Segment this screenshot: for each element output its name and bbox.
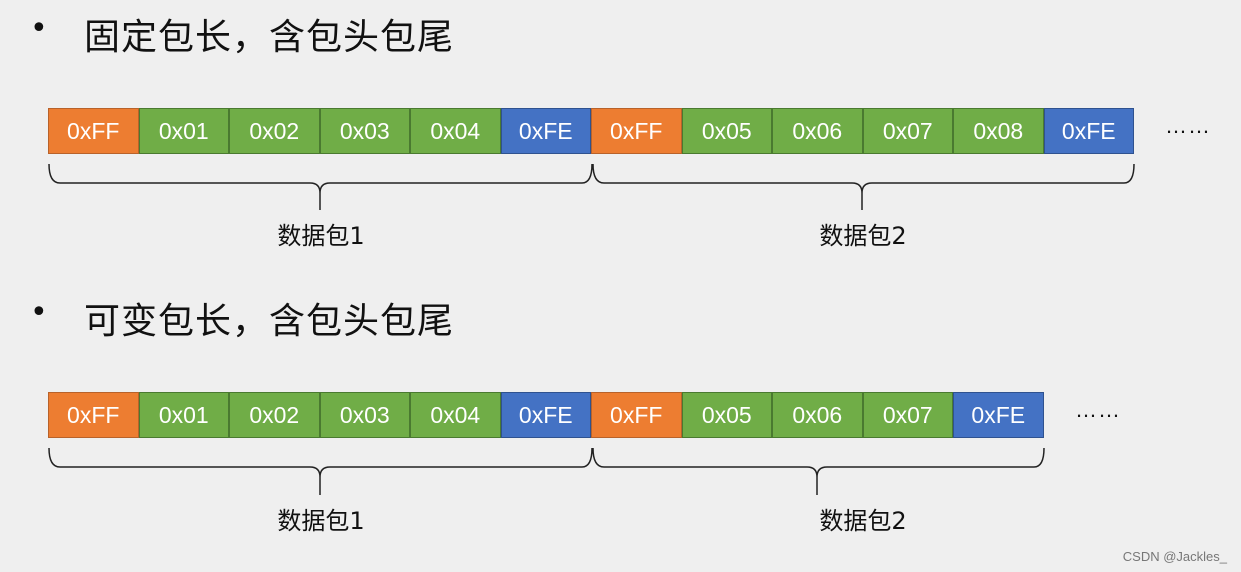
brace-2-2 bbox=[592, 447, 1045, 495]
byte-cell-head: 0xFF bbox=[591, 108, 682, 154]
byte-cell-data: 0x06 bbox=[772, 392, 863, 438]
brace-2-1 bbox=[48, 447, 593, 495]
brace-1-1 bbox=[48, 163, 593, 210]
byte-cell-data: 0x02 bbox=[229, 108, 320, 154]
byte-cell-data: 0x06 bbox=[772, 108, 863, 154]
packet-label-1-1: 数据包1 bbox=[277, 222, 365, 250]
packet-label-2-1: 数据包1 bbox=[277, 507, 365, 535]
byte-cell-head: 0xFF bbox=[591, 392, 682, 438]
byte-cell-tail: 0xFE bbox=[500, 392, 591, 438]
byte-cell-tail: 0xFE bbox=[1043, 108, 1134, 154]
byte-cell-data: 0x01 bbox=[138, 392, 229, 438]
heading-fixed-length: 固定包长，含包头包尾 bbox=[84, 17, 455, 58]
byte-cell-data: 0x03 bbox=[319, 108, 410, 154]
brace-1-2 bbox=[592, 163, 1135, 210]
byte-cell-data: 0x04 bbox=[410, 108, 501, 154]
byte-cell-tail: 0xFE bbox=[953, 392, 1044, 438]
heading-variable-length: 可变包长，含包头包尾 bbox=[84, 301, 455, 342]
byte-cell-tail: 0xFE bbox=[500, 108, 591, 154]
byte-cell-head: 0xFF bbox=[48, 392, 139, 438]
watermark: CSDN @Jackles_ bbox=[1122, 549, 1227, 564]
byte-cell-data: 0x05 bbox=[681, 108, 772, 154]
byte-cell-head: 0xFF bbox=[48, 108, 139, 154]
byte-cell-data: 0x01 bbox=[138, 108, 229, 154]
byte-cell-data: 0x03 bbox=[319, 392, 410, 438]
ellipsis-1: …… bbox=[1165, 113, 1211, 138]
byte-cell-data: 0x07 bbox=[862, 392, 953, 438]
byte-cell-data: 0x08 bbox=[953, 108, 1044, 154]
byte-cell-data: 0x05 bbox=[681, 392, 772, 438]
ellipsis-2: …… bbox=[1075, 397, 1121, 422]
packet-label-2-2: 数据包2 bbox=[819, 507, 907, 535]
byte-cell-data: 0x02 bbox=[229, 392, 320, 438]
packet-label-1-2: 数据包2 bbox=[819, 222, 907, 250]
byte-cell-data: 0x07 bbox=[862, 108, 953, 154]
byte-cell-data: 0x04 bbox=[410, 392, 501, 438]
